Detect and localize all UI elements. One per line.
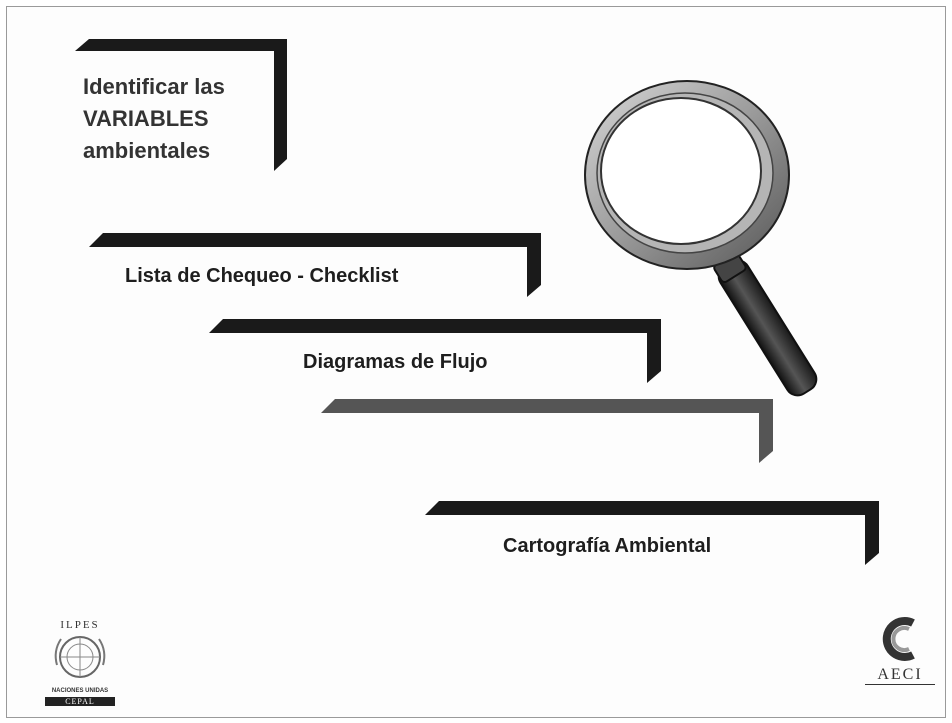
title-line-1: Identificar las [83,74,225,99]
step-label-checklist: Lista de Chequeo - Checklist [125,265,399,287]
step-environmental-cartography: Cartografía Ambiental [425,501,879,565]
naciones-unidas-text: NACIONES UNIDAS [51,688,109,694]
step-faded [321,399,773,463]
cepal-text: CEPAL [45,697,115,706]
title-line-3: ambientales [83,138,211,163]
ilpes-cepal-logo: ILPES NACIONES UNIDAS CEPAL [45,619,115,706]
step-checklist: Lista de Chequeo - Checklist [89,233,541,297]
un-emblem-icon [54,636,106,678]
step-label-cartography: Cartografía Ambiental [503,535,712,557]
title-bracket [75,39,287,171]
ilpes-text: ILPES [60,619,100,631]
magnifying-glass-icon [584,80,818,397]
page-title: Identificar las VARIABLES ambientales [83,71,225,167]
title-line-2: VARIABLES [83,106,209,131]
aeci-text: AECI [865,666,935,685]
slide: Identificar las VARIABLES ambientales Li… [6,6,946,718]
step-label-flow-diagrams: Diagramas de Flujo [303,351,488,373]
aeci-c-logo-icon [882,617,915,661]
step-flow-diagrams: Diagramas de Flujo [209,319,661,383]
aeci-logo: AECI [865,615,935,685]
